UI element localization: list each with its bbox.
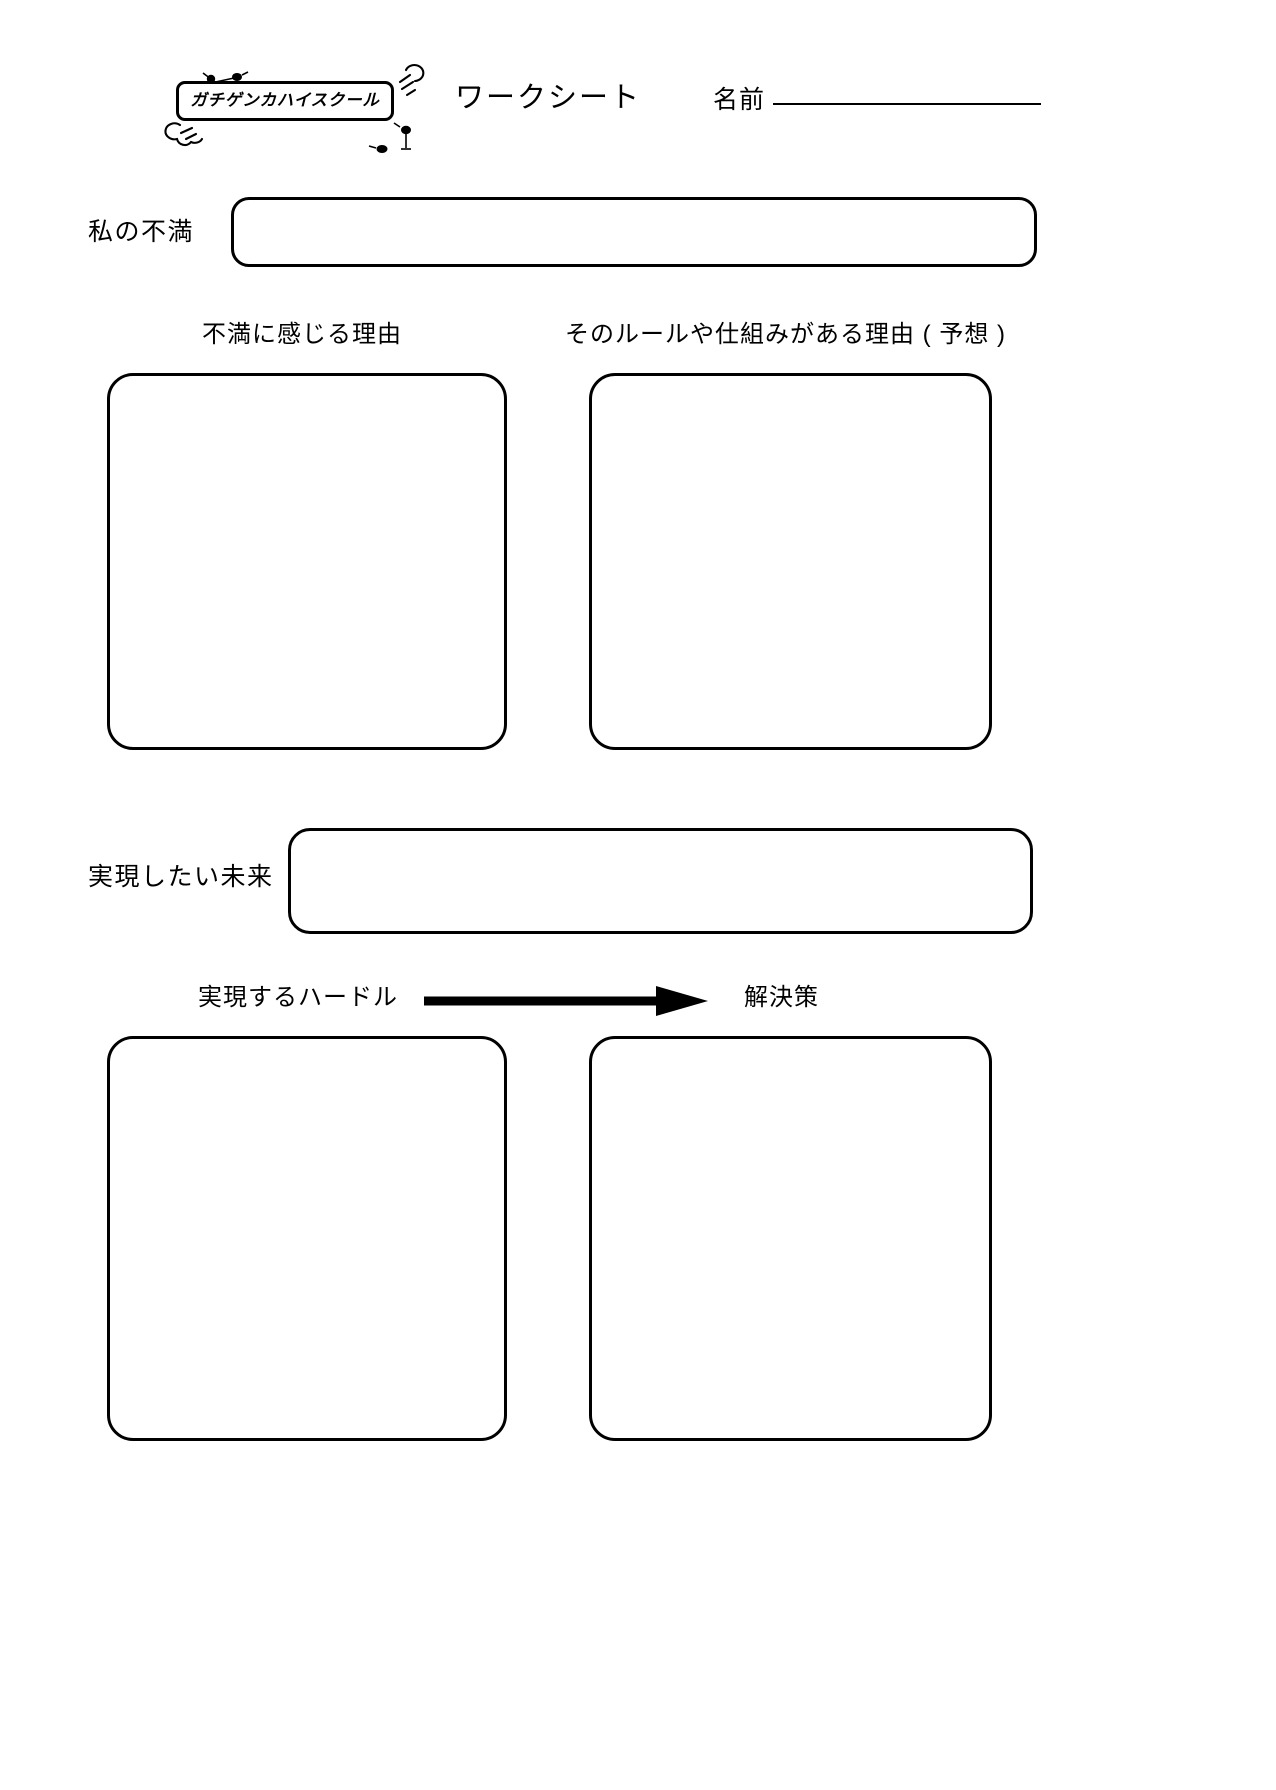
right-arrow-icon xyxy=(424,986,708,1016)
name-input-line[interactable] xyxy=(773,102,1042,105)
school-logo-text: ガチゲンカハイスクール xyxy=(190,90,380,110)
reason-right-input-box[interactable] xyxy=(589,373,992,750)
page-title: ワークシート xyxy=(455,82,642,114)
future-input-box[interactable] xyxy=(288,828,1033,934)
solution-label: 解決策 xyxy=(744,984,819,1011)
reason-left-input-box[interactable] xyxy=(107,373,507,750)
complaint-input-box[interactable] xyxy=(231,197,1037,267)
reason-left-label: 不満に感じる理由 xyxy=(202,321,402,348)
hurdle-input-box[interactable] xyxy=(107,1036,507,1441)
future-label: 実現したい未来 xyxy=(88,863,274,891)
complaint-label: 私の不満 xyxy=(88,218,195,246)
reason-right-label: そのルールや仕組みがある理由 ( 予想 ) xyxy=(565,321,1006,348)
worksheet-header: ガチゲンカハイスクール ワークシート 名前 xyxy=(0,48,1276,158)
hurdle-label: 実現するハードル xyxy=(198,984,398,1011)
school-logo-badge: ガチゲンカハイスクール xyxy=(176,81,394,121)
name-field-row: 名前 xyxy=(713,86,1042,114)
name-label: 名前 xyxy=(713,86,766,114)
school-logo: ガチゲンカハイスクール xyxy=(148,56,438,156)
solution-input-box[interactable] xyxy=(589,1036,992,1441)
